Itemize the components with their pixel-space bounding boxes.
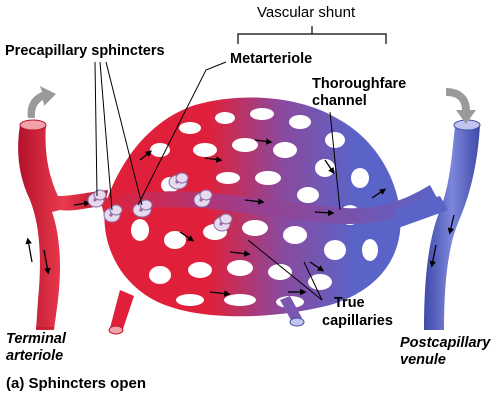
vascular-shunt-label: Vascular shunt <box>257 4 356 21</box>
flow-arrow-out-icon <box>446 88 476 124</box>
true-capillaries-label-line1: True <box>334 295 365 311</box>
postcapillary-venule-label-line2: venule <box>400 352 446 368</box>
true-capillaries-label-line2: capillaries <box>322 313 393 329</box>
postcapillary-venule <box>395 119 481 330</box>
terminal-arteriole <box>18 119 108 330</box>
metarteriole-label: Metarteriole <box>230 51 313 67</box>
postcapillary-venule-label-line1: Postcapillary <box>400 335 491 351</box>
flow-arrows <box>25 138 455 297</box>
terminal-arteriole-label-line2: arteriole <box>6 348 64 364</box>
arteriole-branches <box>108 290 305 335</box>
vascular-shunt-channel <box>100 185 438 224</box>
vascular-shunt-bracket <box>237 26 387 44</box>
thoroughfare-channel-label-line2: channel <box>312 93 367 109</box>
flow-arrow-in-icon <box>27 86 56 118</box>
terminal-arteriole-label-line1: Terminal <box>6 331 66 347</box>
precapillary-sphincters-label: Precapillary sphincters <box>5 43 165 59</box>
precapillary-sphincters <box>87 172 233 232</box>
thoroughfare-channel-label-line1: Thoroughfare <box>312 76 407 92</box>
figure-caption: (a) Sphincters open <box>6 375 147 392</box>
leader-lines <box>94 61 341 301</box>
